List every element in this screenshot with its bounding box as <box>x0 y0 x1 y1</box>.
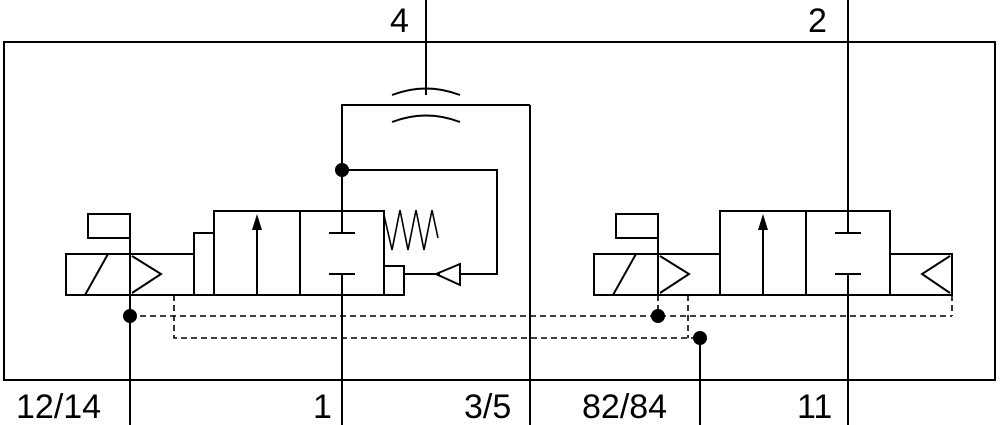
port-label-82-84: 82/84 <box>582 388 667 425</box>
port-label-11: 11 <box>797 388 832 425</box>
flow-arrow-icon <box>252 214 262 295</box>
port-4-line <box>391 0 461 123</box>
pilot-exhaust-lines <box>130 295 953 339</box>
junction-dot <box>693 331 707 345</box>
right-valve <box>593 210 953 296</box>
junction-dot <box>335 163 349 177</box>
port-label-1: 1 <box>313 388 332 425</box>
blocked-port-icon <box>329 211 355 275</box>
port-label-2: 2 <box>808 2 827 40</box>
pilot-actuator-icon <box>129 253 195 296</box>
port-label-4: 4 <box>390 2 409 40</box>
junction-dot <box>651 309 665 323</box>
junction-dot <box>123 309 137 323</box>
blocked-port-icon <box>835 232 861 275</box>
housing-frame <box>3 41 996 381</box>
port-label-12-14: 12/14 <box>16 388 101 425</box>
pilot-actuator-icon <box>657 253 721 296</box>
manual-override-icon <box>87 213 131 254</box>
flow-arrow-icon <box>758 214 768 295</box>
manual-override-icon <box>615 213 659 254</box>
pilot-return-icon <box>889 253 953 296</box>
port-label-3-5: 3/5 <box>464 388 511 425</box>
solenoid-icon <box>593 253 659 296</box>
spring-icon <box>383 209 439 251</box>
left-valve <box>65 104 530 296</box>
solenoid-icon <box>65 253 131 296</box>
